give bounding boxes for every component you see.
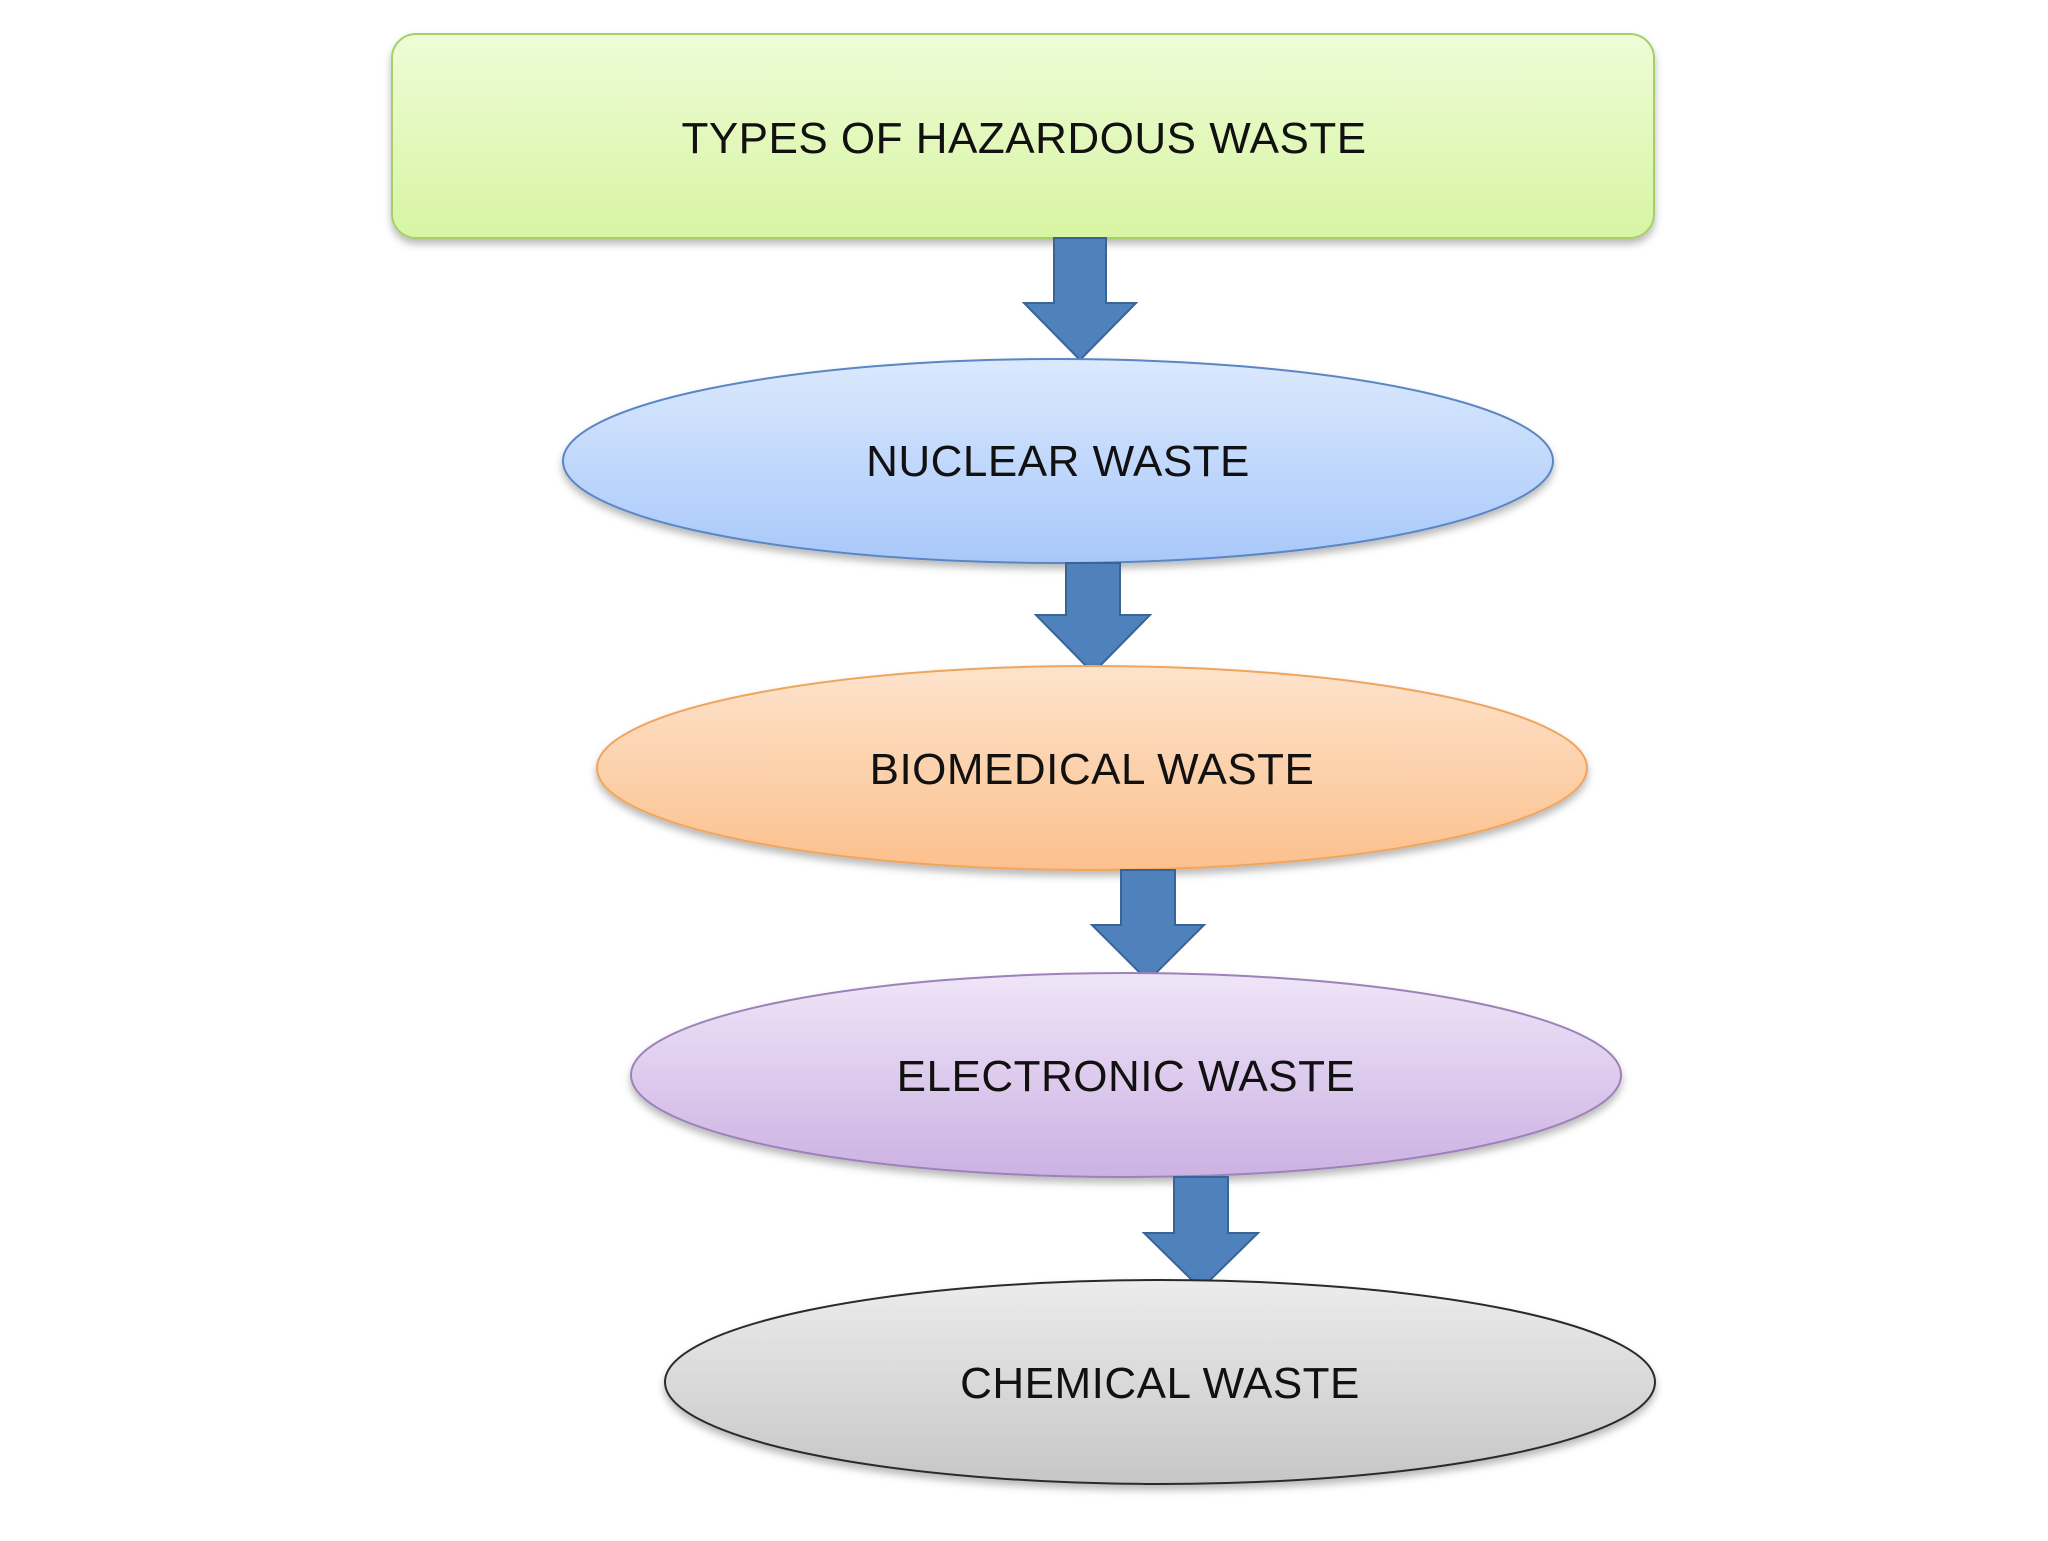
- node-electronic-waste-shape: [630, 972, 1622, 1178]
- node-chemical-waste-shape: [664, 1279, 1656, 1485]
- node-chemical-waste-label: CHEMICAL WASTE: [960, 1359, 1360, 1408]
- node-nuclear-waste: NUCLEAR WASTE: [562, 358, 1554, 564]
- node-biomedical-waste: BIOMEDICAL WASTE: [596, 665, 1588, 871]
- root-box-label: TYPES OF HAZARDOUS WASTE: [681, 114, 1366, 163]
- down-arrow-icon: [1089, 869, 1207, 983]
- node-biomedical-waste-shape: [596, 665, 1588, 871]
- down-arrow-icon: [1141, 1176, 1261, 1291]
- root-box: TYPES OF HAZARDOUS WASTE: [391, 33, 1655, 239]
- node-biomedical-waste-label: BIOMEDICAL WASTE: [870, 745, 1315, 794]
- node-nuclear-waste-shape: [562, 358, 1554, 564]
- down-arrow-icon: [1021, 237, 1139, 362]
- root-box-shape: [391, 33, 1655, 239]
- node-electronic-waste-label: ELECTRONIC WASTE: [897, 1052, 1356, 1101]
- node-chemical-waste: CHEMICAL WASTE: [664, 1279, 1656, 1485]
- node-electronic-waste: ELECTRONIC WASTE: [630, 972, 1622, 1178]
- node-nuclear-waste-label: NUCLEAR WASTE: [866, 437, 1250, 486]
- down-arrow-icon: [1033, 562, 1153, 675]
